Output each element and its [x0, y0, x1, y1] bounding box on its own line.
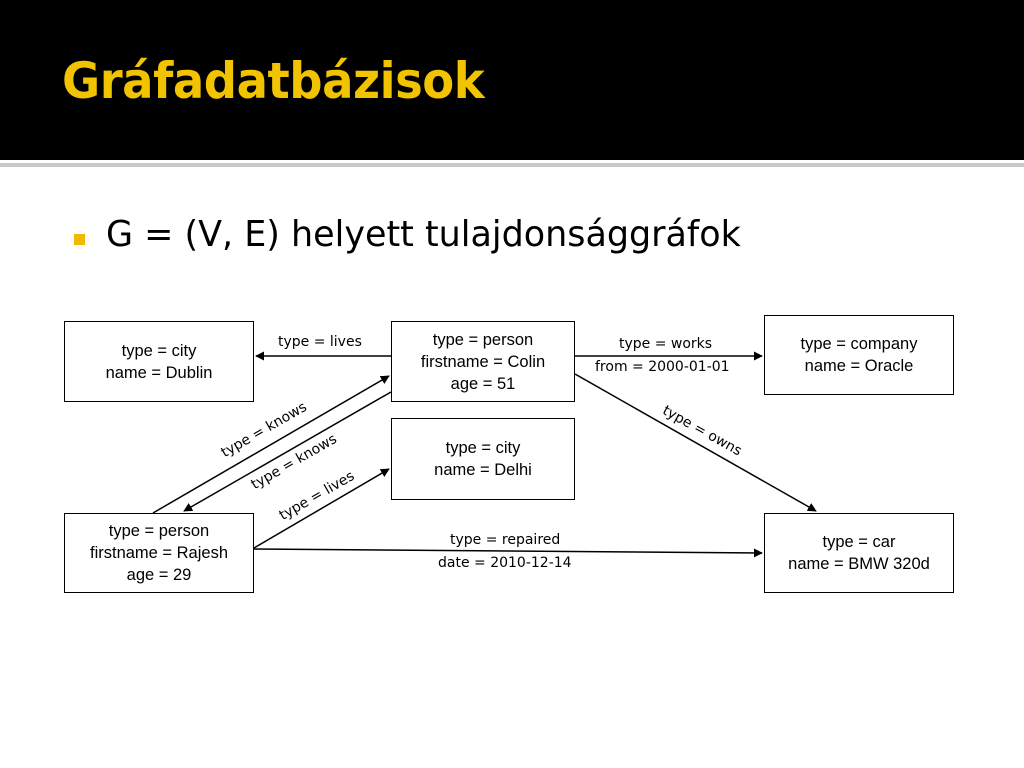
edge-label-rajesh-repaired: type = repaired [450, 532, 561, 548]
edge-colin-knows-rajesh [183, 391, 392, 512]
node-property: name = BMW 320d [788, 555, 930, 573]
edge-label-colin-lives: type = lives [278, 334, 362, 350]
node-property: name = Delhi [434, 461, 532, 479]
node-person-colin: type = person firstname = Colin age = 51 [391, 321, 575, 402]
node-property: type = city [445, 439, 521, 457]
node-property: type = person [432, 330, 534, 349]
edge-rajesh-knows-colin [152, 375, 390, 514]
node-city-delhi: type = city name = Delhi [391, 418, 575, 500]
node-property: age = 51 [450, 374, 516, 393]
node-company-oracle: type = company name = Oracle [764, 315, 954, 395]
edge-label-colin-works: type = works [619, 336, 713, 352]
edge-rajesh-lives-delhi [253, 468, 390, 549]
bullet-text: G = (V, E) helyett tulajdonsággráfok [106, 214, 741, 255]
square-bullet-icon [74, 234, 85, 245]
node-property: firstname = Rajesh [89, 544, 229, 562]
edge-label-rajesh-repaired-date: date = 2010-12-14 [438, 555, 572, 571]
title-divider [0, 163, 1024, 167]
node-property: age = 29 [126, 566, 192, 584]
node-person-rajesh: type = person firstname = Rajesh age = 2… [64, 513, 254, 593]
node-property: name = Dublin [105, 363, 213, 382]
title-bar: Gráfadatbázisok [0, 0, 1024, 160]
edge-colin-owns-bmw [574, 373, 817, 512]
node-property: name = Oracle [804, 357, 914, 375]
node-property: type = car [822, 533, 896, 551]
node-property: type = person [108, 522, 210, 540]
node-property: type = city [121, 341, 197, 360]
node-car-bmw: type = car name = BMW 320d [764, 513, 954, 593]
slide-title: Gráfadatbázisok [62, 52, 485, 110]
edge-rajesh-repaired-bmw [253, 548, 763, 558]
edge-label-colin-works-from: from = 2000-01-01 [595, 359, 730, 375]
node-property: type = company [800, 335, 918, 353]
node-property: firstname = Colin [420, 352, 546, 371]
node-city-dublin: type = city name = Dublin [64, 321, 254, 402]
